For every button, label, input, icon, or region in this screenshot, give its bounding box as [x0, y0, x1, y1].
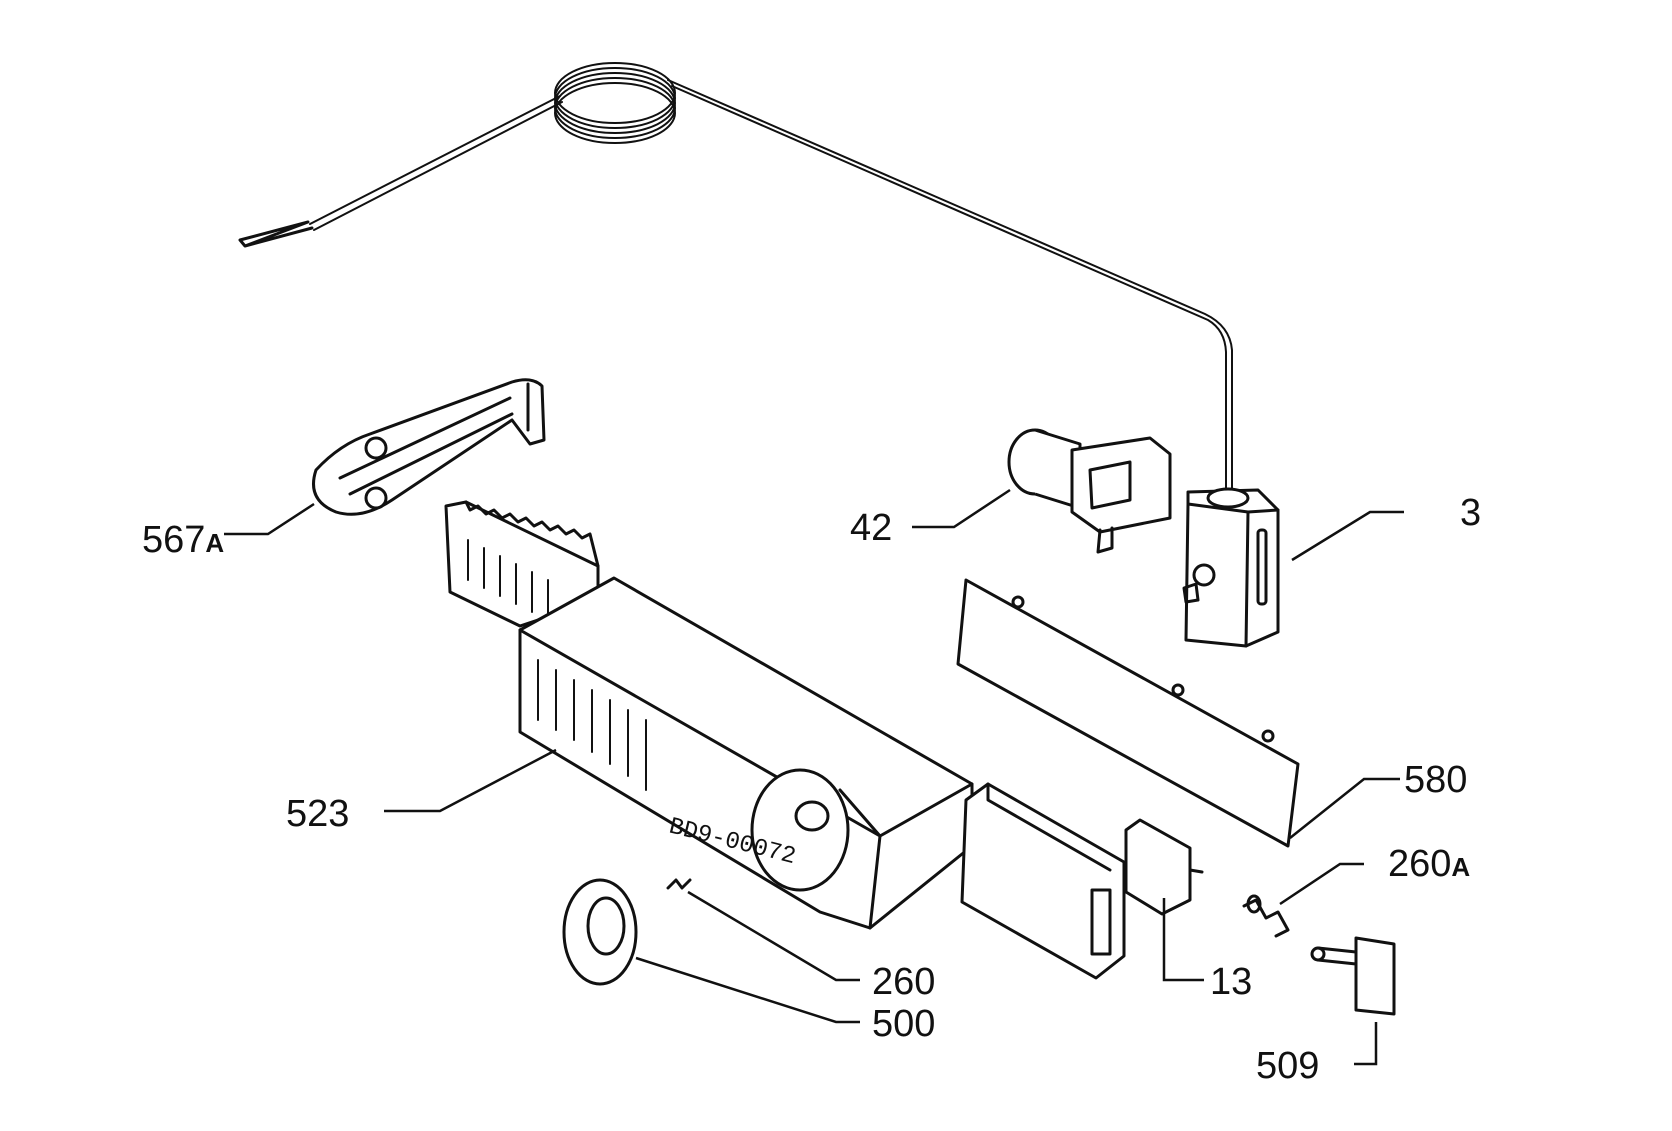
leader-lines [224, 488, 1404, 1066]
label-3: 3 [1460, 492, 1481, 534]
label-260a: 260A [1388, 843, 1470, 885]
lamp-holder [1007, 428, 1172, 554]
label-523: 523 [286, 793, 349, 835]
main-housing [444, 500, 974, 930]
label-509: 509 [1256, 1045, 1319, 1087]
circuit-board [956, 578, 1300, 848]
label-500: 500 [872, 1003, 935, 1045]
label-13: 13 [1210, 961, 1252, 1003]
label-567a: 567A [142, 519, 224, 561]
terminal-connector [1310, 936, 1396, 1016]
knob [562, 878, 638, 986]
spring [1242, 894, 1290, 938]
label-580: 580 [1404, 759, 1467, 801]
mounting-bracket [312, 378, 546, 516]
thermostat [1182, 487, 1280, 648]
capillary-tube-assembly [238, 62, 1233, 489]
label-42: 42 [850, 507, 892, 549]
switch [1124, 818, 1204, 916]
part-labels: 567A 42 3 523 580 260A 260 500 13 509 [142, 492, 1481, 1087]
spring-clip [666, 878, 692, 890]
label-260: 260 [872, 961, 935, 1003]
relay-block [960, 782, 1126, 980]
